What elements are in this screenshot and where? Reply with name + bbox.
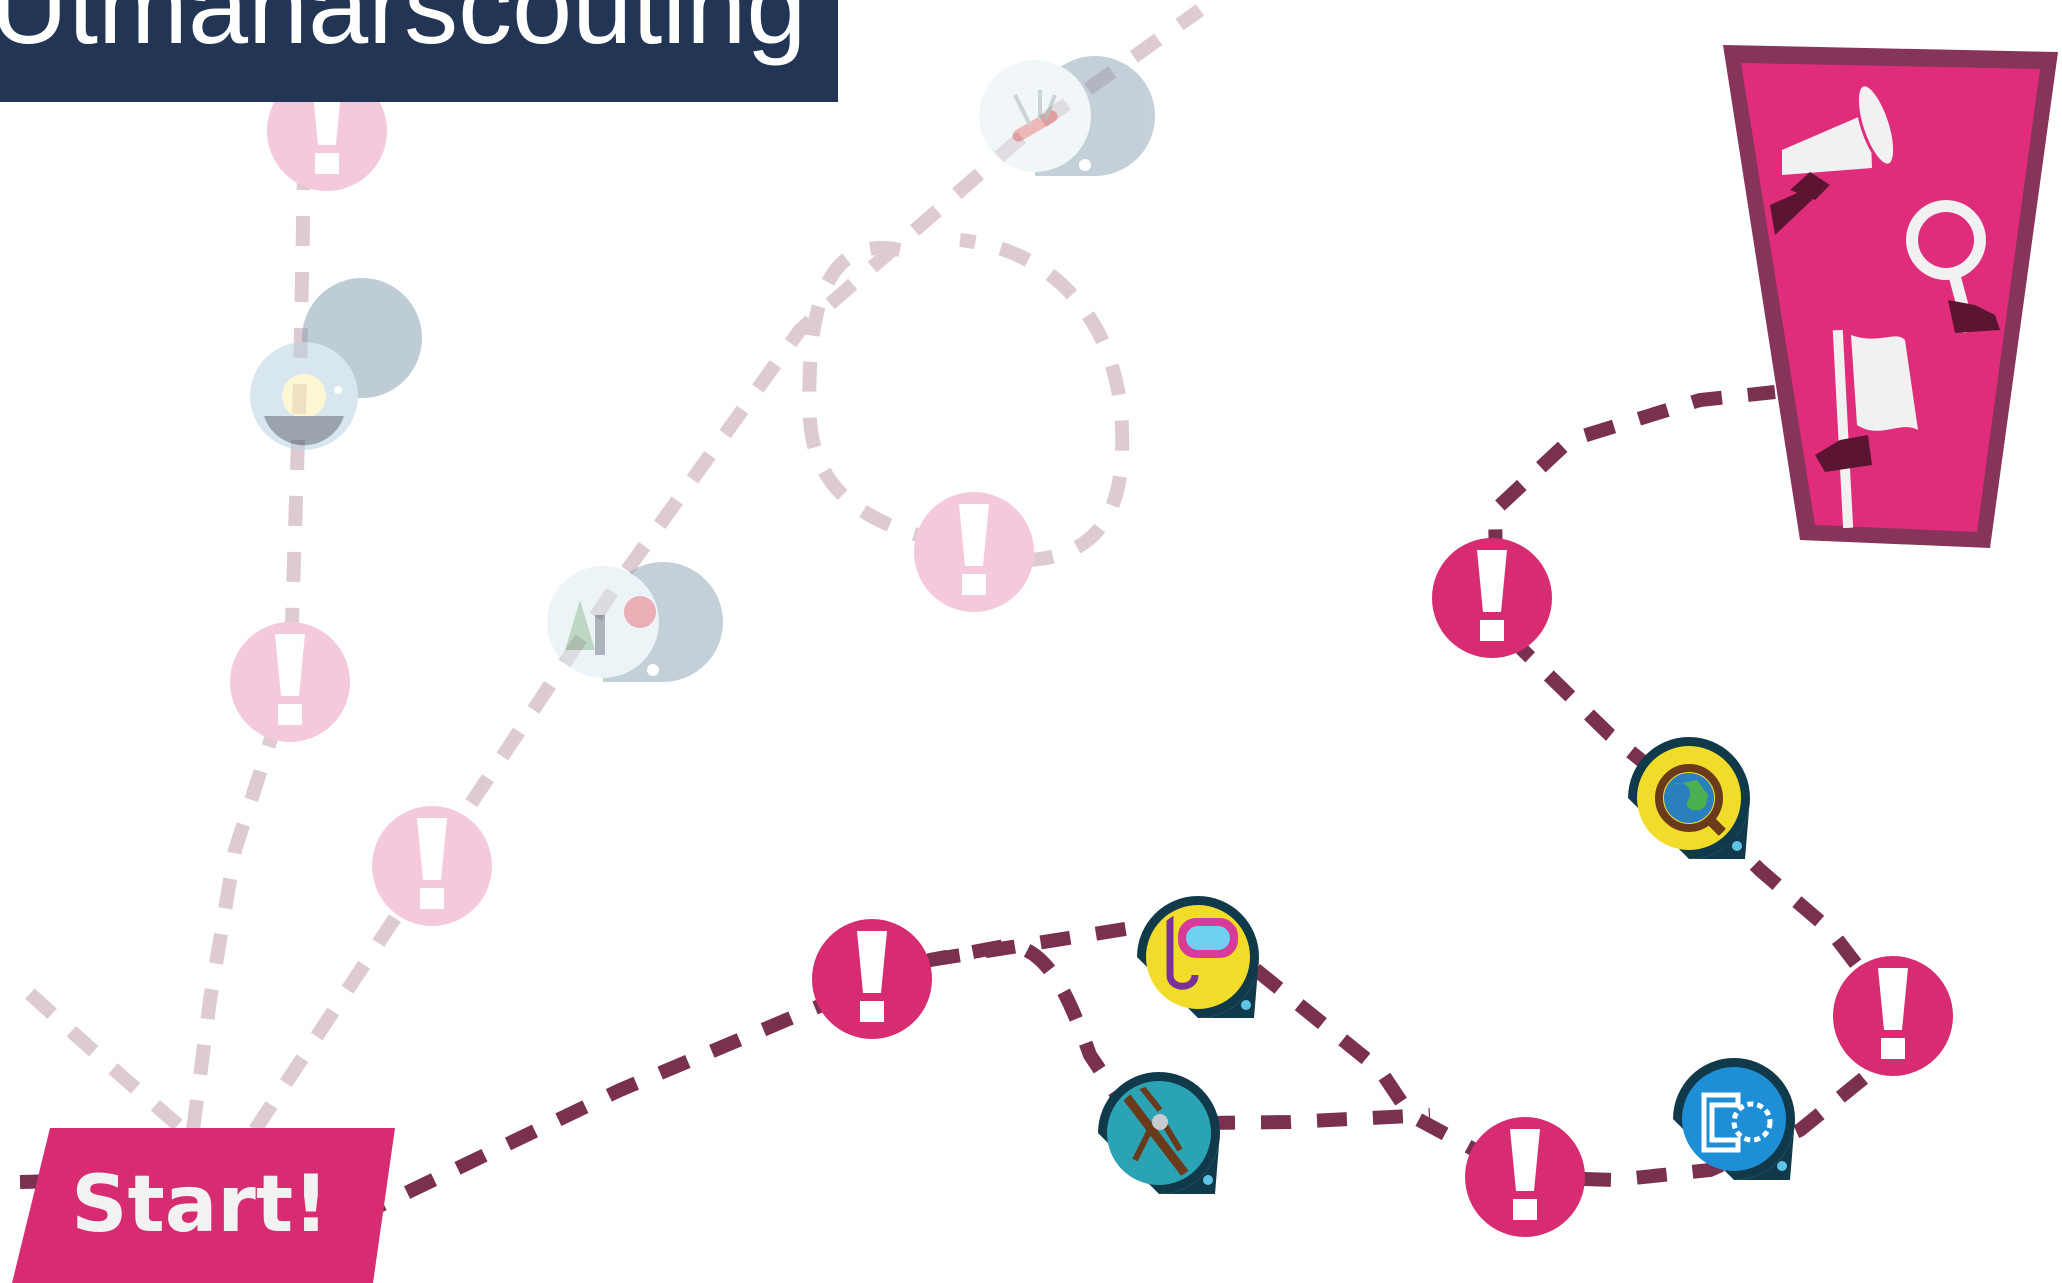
magnifying-glass-icon: [1906, 200, 2000, 334]
title-banner: Utmanarscouting: [0, 0, 838, 102]
sun-moon-icon[interactable]: [250, 278, 422, 450]
start-label: Start!: [71, 1160, 328, 1250]
forest-icon[interactable]: [547, 562, 723, 682]
faded-path-vertical: [186, 119, 312, 1131]
faded-alert-node: [372, 806, 492, 926]
magnifier-globe-icon[interactable]: [1628, 737, 1750, 859]
faded-path-diagonal: [249, 4, 1205, 1134]
alert-node[interactable]: [812, 919, 932, 1039]
faded-alert-node: [230, 622, 350, 742]
snorkel-mask-icon[interactable]: [1137, 896, 1259, 1018]
alert-node[interactable]: [1432, 538, 1552, 658]
engineering-gear-icon[interactable]: [1673, 1058, 1795, 1180]
rope-climbing-icon[interactable]: [1098, 1072, 1220, 1194]
active-path-right: [1487, 385, 1903, 1188]
alert-node[interactable]: [1833, 956, 1953, 1076]
faded-alert-node: [914, 492, 1034, 612]
active-paths: [19, 385, 1903, 1216]
swiss-knife-icon[interactable]: [979, 56, 1155, 176]
faded-nodes: [230, 56, 1155, 926]
active-path-bottom: [1204, 1108, 1431, 1130]
megaphone-icon: [1770, 83, 1897, 235]
active-path-main: [19, 937, 1126, 1216]
page-title: Utmanarscouting: [0, 0, 807, 66]
start-sign[interactable]: Start!: [12, 1128, 395, 1283]
alert-node[interactable]: [1465, 1117, 1585, 1237]
faded-path-left: [10, 974, 183, 1131]
flag-icon: [1815, 329, 1918, 529]
active-nodes: [812, 538, 1953, 1237]
goal-board: [1723, 45, 2058, 548]
active-path-snorkel: [928, 919, 1529, 1184]
